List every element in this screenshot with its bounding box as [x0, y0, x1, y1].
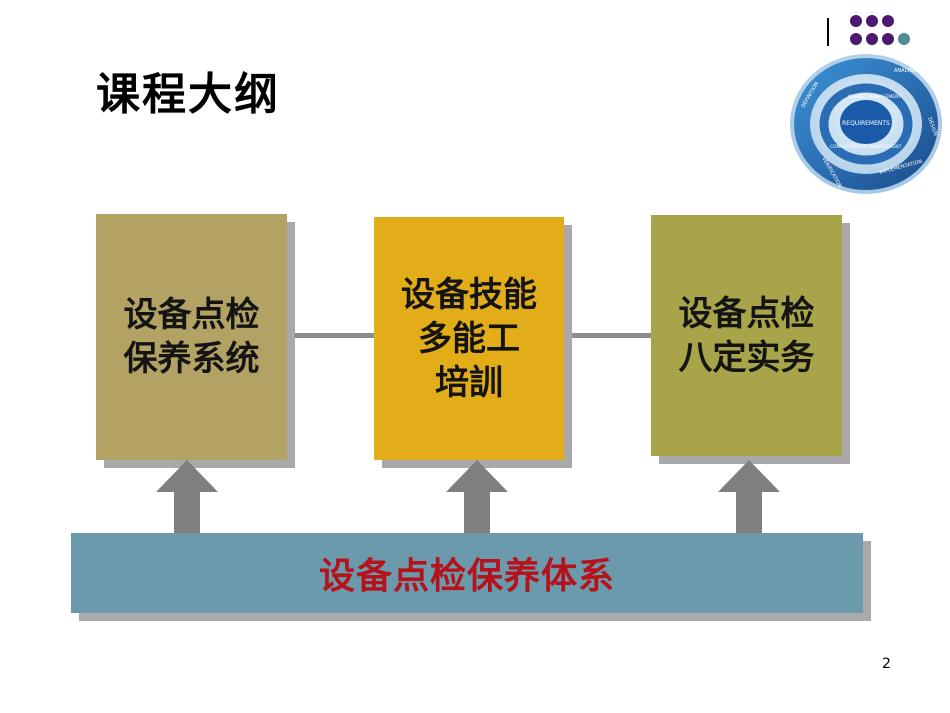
decor-dot — [882, 15, 894, 27]
pillar-label: 设备点检 八定实务 — [678, 293, 815, 378]
up-arrow-icon — [156, 460, 218, 536]
connector-line — [564, 333, 651, 338]
pillar-label: 设备点检 保养系统 — [123, 295, 260, 379]
pillar-box-inspection-system: 设备点检 保养系统 — [96, 214, 287, 460]
decor-dot — [882, 33, 894, 45]
decor-dot — [866, 15, 878, 27]
slide-title: 课程大纲 — [96, 69, 280, 120]
foundation-label: 设备点检保养体系 — [318, 556, 615, 597]
decor-divider — [827, 18, 829, 46]
logo-ring-label: ANALYSIS — [894, 68, 918, 74]
pillar-label: 设备技能 多能工 培訓 — [401, 274, 537, 403]
logo-center-label: REQUIREMENTS — [842, 120, 890, 127]
page-number: 2 — [882, 656, 891, 672]
pillar-box-eight-fix-practice: 设备点检 八定实务 — [651, 215, 842, 456]
decor-dot — [898, 33, 910, 45]
logo-inner-label: CHANGE MANAGEMENT — [848, 94, 901, 100]
up-arrow-icon — [446, 460, 508, 536]
pillar-box-multiskill-training: 设备技能 多能工 培訓 — [374, 217, 564, 460]
connector-line — [287, 333, 374, 338]
logo-inner-label: CONFIGURATION MANAGEMENT — [830, 144, 902, 150]
decor-dot — [866, 33, 878, 45]
decor-dot — [850, 15, 862, 27]
foundation-bar: 设备点检保养体系 — [71, 533, 863, 613]
up-arrow-icon — [718, 460, 780, 536]
decor-dot — [850, 33, 862, 45]
requirements-cycle-logo: REQUIREMENTS ANALYSIS DESIGN IMPLEMENTAT… — [790, 54, 942, 194]
decor-dots — [846, 15, 916, 49]
